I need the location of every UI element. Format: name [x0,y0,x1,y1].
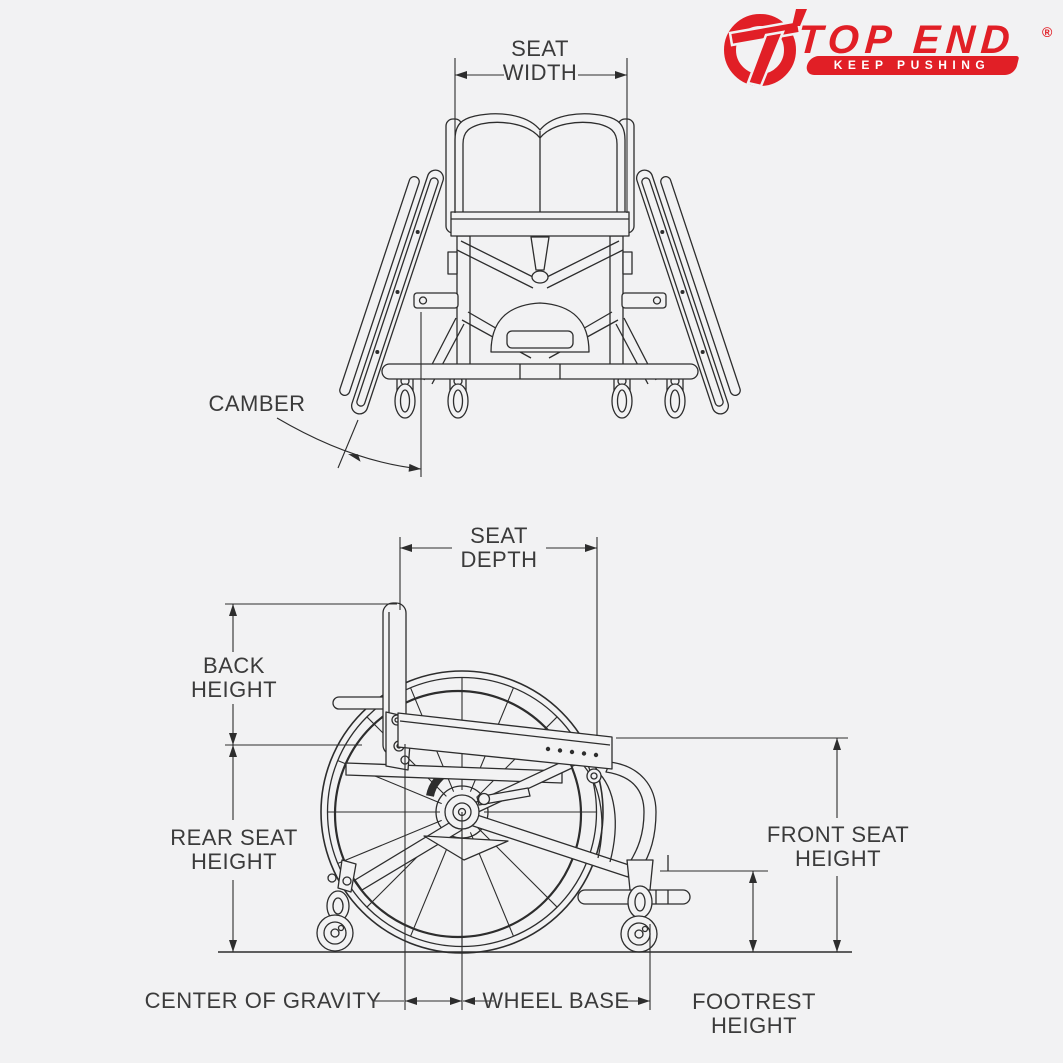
front-seat-height-label: FRONT SEAT HEIGHT [766,822,910,871]
front-backrest-cushions [450,113,630,237]
wheel-base-label: WHEEL BASE [482,988,630,1013]
seat-width-label: SEAT WIDTH [502,36,578,85]
front-view-dimensions [276,58,628,477]
front-center-frame [381,236,699,380]
front-view-drawing [339,113,743,419]
seat-depth-label: SEAT DEPTH [460,523,538,572]
back-height-label: BACK HEIGHT [190,653,278,702]
camber-arc [276,417,422,470]
side-view-dimensions [218,537,852,1010]
top-end-logo: TOP END ® KEEP PUSHING [718,4,1058,88]
side-view-drawing [316,602,691,954]
camber-label: CAMBER [208,391,306,416]
side-rear-caster [316,859,357,952]
logo-apostrophe [792,9,807,26]
center-of-gravity-label: CENTER OF GRAVITY [144,988,382,1013]
top-end-logo-icon [724,9,807,88]
tagline-text: KEEP PUSHING [833,58,991,72]
seat-width-arrow-right [615,71,627,79]
registered-trademark: ® [1042,24,1053,40]
rear-seat-height-label: REAR SEAT HEIGHT [170,825,298,874]
footrest-height-label: FOOTREST HEIGHT [692,989,816,1038]
tagline-banner: KEEP PUSHING [804,56,1020,75]
side-frame [332,602,691,905]
seat-width-arrow-left [455,71,467,79]
